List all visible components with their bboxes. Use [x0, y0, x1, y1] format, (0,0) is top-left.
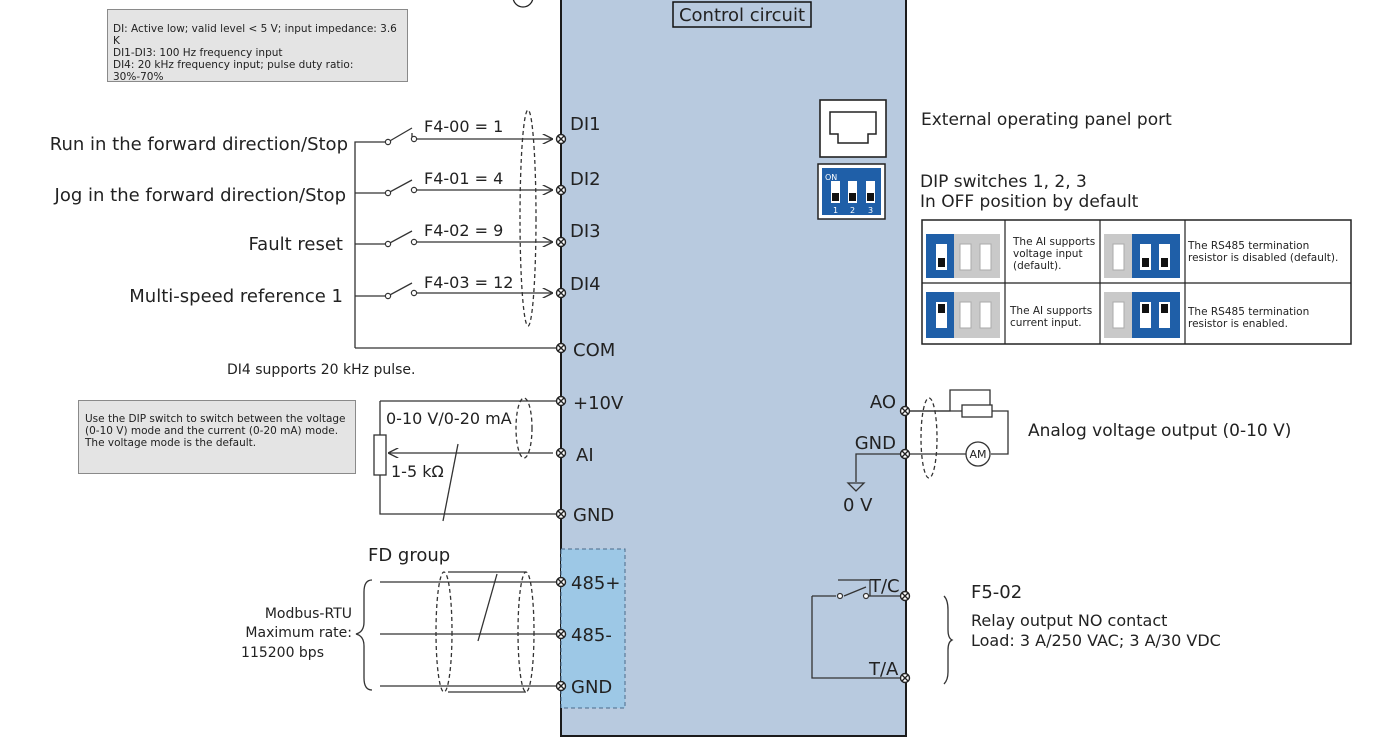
di-function: Multi-speed reference 1	[129, 286, 343, 307]
comm-desc-1: Modbus-RTU	[265, 606, 352, 622]
di4-note: DI4 supports 20 kHz pulse.	[227, 362, 415, 378]
dip-cell-ai-voltage: The AI supports voltage input (default).	[1013, 236, 1096, 272]
panel-port-icon	[819, 99, 887, 158]
zero-volt-label: 0 V	[843, 495, 873, 516]
dip-title-1: DIP switches 1, 2, 3	[920, 172, 1087, 192]
terminal-ao-gnd: GND	[855, 433, 896, 454]
comm-desc-3: 115200 bps	[241, 645, 324, 661]
pot-value: 1-5 kΩ	[391, 462, 444, 481]
di-function: Fault reset	[248, 234, 343, 255]
svg-text:1: 1	[833, 206, 838, 215]
di-spec-note: DI: Active low; valid level < 5 V; input…	[107, 9, 408, 83]
fd-group-label: FD group	[368, 545, 450, 566]
di-input-4: Multi-speed reference 1 F4-03 = 12 DI4	[129, 273, 600, 307]
svg-text:3: 3	[868, 206, 873, 215]
terminal-ta: T/A	[868, 659, 899, 680]
di-function: Run in the forward direction/Stop	[50, 134, 348, 155]
ai-range: 0-10 V/0-20 mA	[386, 409, 512, 428]
dip-title-2: In OFF position by default	[920, 192, 1139, 212]
dip-table	[921, 219, 1352, 345]
di-terminal: DI3	[570, 221, 601, 242]
svg-text:ON: ON	[825, 173, 837, 182]
svg-text:2: 2	[850, 206, 855, 215]
relay-param: F5-02	[971, 582, 1022, 603]
di-param: F4-03 = 12	[424, 273, 513, 292]
di-terminal: DI1	[570, 114, 601, 135]
terminal-485-plus: 485+	[571, 573, 620, 594]
terminal-ai: AI	[576, 445, 594, 466]
dip-cell-rs485-enabled: The RS485 termination resistor is enable…	[1188, 306, 1310, 330]
dip-switch-note: Use the DIP switch to switch between the…	[78, 400, 356, 474]
di-spec-line-1: DI: Active low; valid level < 5 V; input…	[113, 23, 397, 47]
ground-symbol	[512, 0, 534, 8]
com-terminal: COM	[573, 340, 615, 361]
terminal-tc: T/C	[869, 576, 900, 597]
di-input-2: Jog in the forward direction/Stop F4-01 …	[54, 169, 601, 206]
terminal-gnd: GND	[573, 505, 614, 526]
am-meter: AM	[969, 448, 986, 461]
terminal-10v: +10V	[573, 393, 624, 414]
di-input-3: Fault reset F4-02 = 9 DI3	[248, 221, 600, 255]
comm-desc-2: Maximum rate:	[245, 625, 352, 641]
dip-cell-ai-current: The AI supports current input.	[1010, 305, 1093, 329]
di-spec-line-3: DI4: 20 kHz frequency input; pulse duty …	[113, 59, 354, 83]
terminal-485-minus: 485-	[571, 625, 612, 646]
di-param: F4-00 = 1	[424, 117, 503, 136]
title-box	[672, 1, 812, 28]
di-input-1: Run in the forward direction/Stop F4-00 …	[50, 114, 601, 155]
di-spec-line-2: DI1-DI3: 100 Hz frequency input	[113, 47, 283, 59]
relay-desc: Relay output NO contact	[971, 611, 1167, 630]
panel-port-label: External operating panel port	[921, 110, 1172, 130]
terminal-ao: AO	[870, 392, 896, 413]
dip-cell-rs485-disabled: The RS485 termination resistor is disabl…	[1188, 240, 1339, 264]
di-param: F4-01 = 4	[424, 169, 503, 188]
ao-description: Analog voltage output (0-10 V)	[1028, 421, 1291, 441]
terminal-485-gnd: GND	[571, 677, 612, 698]
di-terminal: DI2	[570, 169, 601, 190]
fd-group-box	[560, 548, 626, 709]
dip-switch-icon: ON 1 2 3	[817, 163, 886, 220]
relay-load: Load: 3 A/250 VAC; 3 A/30 VDC	[971, 631, 1221, 650]
di-param: F4-02 = 9	[424, 221, 503, 240]
title: Control circuit	[679, 5, 805, 26]
di-function: Jog in the forward direction/Stop	[54, 185, 346, 206]
di-terminal: DI4	[570, 274, 601, 295]
